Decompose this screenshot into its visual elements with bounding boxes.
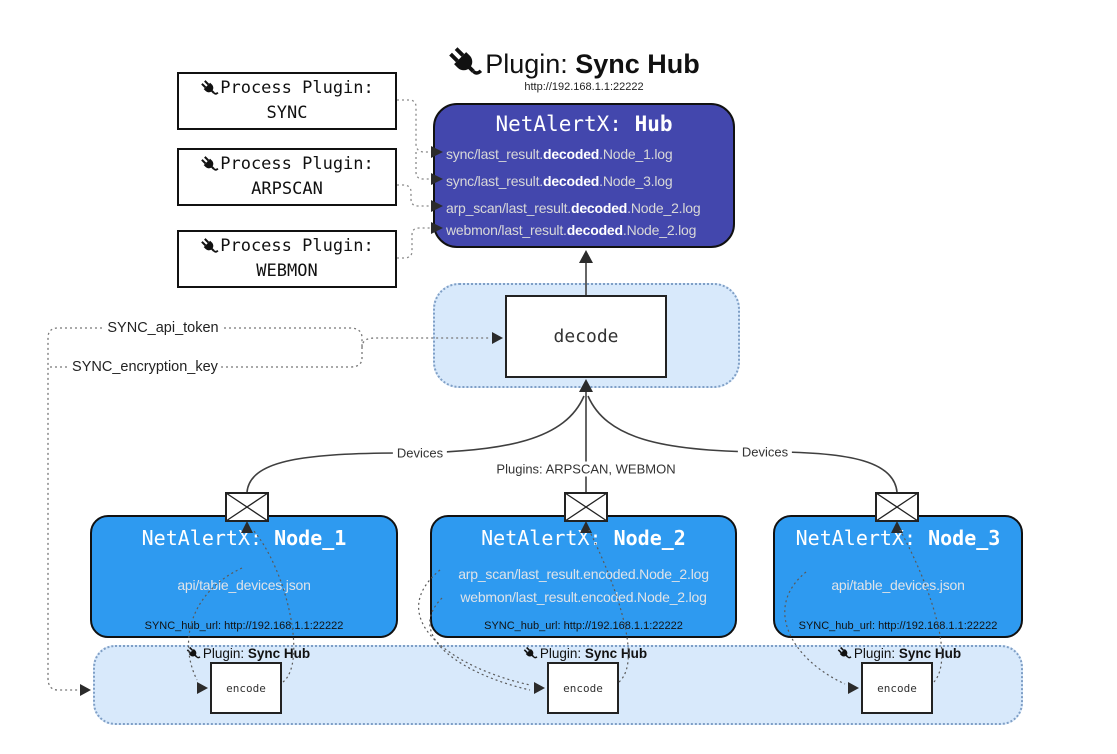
- plug-icon: [445, 43, 485, 83]
- node-title: NetAlertX: Node_1: [142, 526, 347, 550]
- hub-log-line: sync/last_result.decoded.Node_1.log: [435, 143, 733, 165]
- encode-box: encode: [861, 662, 933, 714]
- node-title-prefix: NetAlertX:: [141, 526, 275, 550]
- envelope-icon: [875, 492, 919, 522]
- node-title-bold: Node_3: [928, 526, 1001, 550]
- log-post: .Node_2.log: [622, 222, 697, 238]
- process-plugin-name: ARPSCAN: [251, 179, 323, 199]
- process-plugin-label: Process Plugin:: [220, 78, 374, 98]
- log-post: .Node_1.log: [599, 146, 673, 162]
- settings-encryption-key-label: SYNC_encryption_key: [69, 359, 221, 375]
- log-pre: arp_scan/last_result.: [446, 200, 571, 216]
- encode-box: encode: [547, 662, 619, 714]
- node-box-node-3: NetAlertX: Node_3 api/table_devices.json…: [773, 515, 1023, 638]
- page-title: Plugin: Sync Hub: [0, 14, 1117, 112]
- process-plugin-name: WEBMON: [256, 261, 318, 281]
- log-post: .Node_3.log: [599, 173, 673, 189]
- decode-box: decode: [505, 295, 667, 378]
- process-plugin-box-webmon: Process Plugin: WEBMON: [177, 230, 397, 288]
- band-label-bold: Sync Hub: [584, 646, 648, 661]
- plug-icon: [185, 646, 201, 661]
- node-title: NetAlertX: Node_2: [481, 526, 686, 550]
- node-file: api/table_devices.json: [177, 577, 311, 593]
- plug-icon: [522, 646, 538, 661]
- node-hub-url: SYNC_hub_url: http://192.168.1.1:22222: [144, 620, 344, 632]
- plug-icon: [200, 155, 220, 174]
- hub-log-line: arp_scan/last_result.decoded.Node_2.log: [435, 197, 733, 219]
- plug-icon: [836, 646, 852, 661]
- hub-url-label: http://192.168.1.1:22222: [524, 81, 644, 93]
- envelope-icon: [225, 492, 269, 522]
- node-title: NetAlertX: Node_3: [796, 526, 1001, 550]
- band-label-bold: Sync Hub: [247, 646, 311, 661]
- band-label-prefix: Plugin:: [202, 646, 248, 661]
- log-bold: decoded: [566, 222, 623, 238]
- node-title-bold: Node_2: [613, 526, 686, 550]
- process-plugin-box-arpscan: Process Plugin: ARPSCAN: [177, 148, 397, 206]
- hub-log-line: sync/last_result.decoded.Node_3.log: [435, 170, 733, 192]
- log-bold: decoded: [542, 146, 600, 162]
- devices-label-left: Devices: [392, 445, 448, 461]
- node-box-node-1: NetAlertX: Node_1 api/table_devices.json…: [90, 515, 398, 638]
- band-label-bold: Sync Hub: [898, 646, 962, 661]
- log-post: .Node_2.log: [627, 200, 701, 216]
- process-plugin-label: Process Plugin:: [220, 236, 374, 256]
- page-title-prefix: Plugin:: [485, 49, 576, 79]
- log-pre: webmon/last_result.: [446, 222, 567, 238]
- band-label-prefix: Plugin:: [853, 646, 899, 661]
- node-title-bold: Node_1: [274, 526, 347, 550]
- node-file: webmon/last_result.encoded.Node_2.log: [460, 588, 707, 605]
- plug-icon: [200, 237, 220, 256]
- process-plugin-box-sync: Process Plugin: SYNC: [177, 72, 397, 130]
- settings-api-token-label: SYNC_api_token: [104, 320, 222, 336]
- log-pre: sync/last_result.: [446, 173, 543, 189]
- node-hub-url: SYNC_hub_url: http://192.168.1.1:22222: [798, 620, 998, 632]
- band-label-prefix: Plugin:: [539, 646, 585, 661]
- hub-title-bold: Hub: [634, 112, 673, 136]
- process-plugin-label: Process Plugin:: [220, 154, 374, 174]
- hub-box: NetAlertX: Hub sync/last_result.decoded.…: [433, 103, 735, 248]
- envelope-icon: [564, 492, 608, 522]
- band-plugin-label: Plugin: Sync Hub: [522, 646, 648, 661]
- band-plugin-label: Plugin: Sync Hub: [836, 646, 962, 661]
- process-plugin-name: SYNC: [266, 103, 308, 123]
- log-pre: sync/last_result.: [446, 146, 543, 162]
- band-plugin-label: Plugin: Sync Hub: [185, 646, 311, 661]
- encode-box: encode: [210, 662, 282, 714]
- page-title-bold: Sync Hub: [575, 49, 700, 79]
- hub-title-prefix: NetAlertX:: [495, 112, 635, 136]
- node-hub-url: SYNC_hub_url: http://192.168.1.1:22222: [484, 620, 683, 632]
- plug-icon: [200, 79, 220, 98]
- hub-log-line: webmon/last_result.decoded.Node_2.log: [435, 219, 733, 241]
- node-file: arp_scan/last_result.encoded.Node_2.log: [458, 565, 709, 582]
- node-title-prefix: NetAlertX:: [795, 526, 929, 550]
- node-box-node-2: NetAlertX: Node_2 arp_scan/last_result.e…: [430, 515, 737, 638]
- plugins-label-center: Plugins: ARPSCAN, WEBMON: [492, 461, 680, 477]
- log-bold: decoded: [570, 200, 628, 216]
- devices-label-right: Devices: [737, 444, 793, 460]
- node-title-prefix: NetAlertX:: [481, 526, 614, 550]
- node-file: api/table_devices.json: [831, 577, 965, 593]
- hub-title: NetAlertX: Hub: [435, 112, 733, 136]
- log-bold: decoded: [542, 173, 600, 189]
